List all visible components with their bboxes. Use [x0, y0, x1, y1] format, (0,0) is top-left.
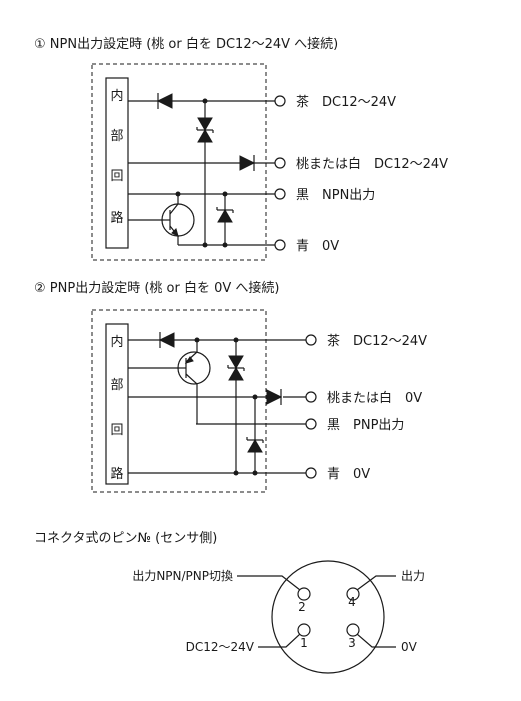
npn-block-char-1: 内 [110, 88, 123, 104]
npn-block-char-4: 路 [110, 210, 123, 226]
pnp-terminal-blue [305, 467, 317, 479]
npn-section-title: ① NPN出力設定時 (桃 or 白を DC12～24V へ接続) [34, 36, 338, 52]
npn-terminal-brown [274, 95, 286, 107]
pnp-block-char-2: 部 [110, 378, 123, 393]
connector-outline [271, 560, 385, 674]
npn-circuit: 内 部 回 路 [91, 63, 448, 261]
pnp-internal-circuit-block [105, 323, 129, 485]
pnp-transistor-icon [177, 351, 211, 385]
npn-reverse-diode-icon [156, 93, 173, 109]
pin-4-label: 出力 [401, 569, 425, 583]
npn-terminal-label-pink-white: 桃または白 DC12～24V [296, 156, 448, 172]
pnp-terminal-label-blue: 青 0V [327, 467, 370, 482]
pin-3-icon [346, 623, 360, 637]
npn-block-char-3: 回 [110, 169, 123, 184]
pin-3-label: 0V [401, 640, 418, 654]
npn-terminal-label-black: 黒 NPN出力 [296, 188, 375, 203]
pnp-block-char-4: 路 [110, 466, 123, 482]
pnp-zener-diode-icon [247, 439, 263, 453]
pin-2-number: 2 [298, 600, 306, 614]
npn-zener-diode-icon [217, 209, 233, 223]
pin-4-number: 4 [348, 595, 356, 609]
npn-block-char-2: 部 [110, 129, 123, 144]
pnp-terminal-black [305, 418, 317, 430]
pin-1-label: DC12～24V [186, 640, 255, 654]
pin-2-label: 出力NPN/PNP切換 [132, 569, 233, 583]
pnp-terminal-label-pink-white: 桃または白 0V [327, 390, 422, 406]
pnp-reverse-diode-icon [158, 332, 175, 348]
npn-terminal-label-blue: 青 0V [296, 239, 339, 254]
pnp-tvs-diode-icon [228, 355, 244, 369]
pnp-terminal-pink-white [305, 391, 317, 403]
npn-terminal-blue [274, 239, 286, 251]
pin-1-number: 1 [300, 636, 308, 650]
pin-1-icon [297, 623, 311, 637]
npn-tvs-diode-icon [197, 117, 213, 131]
pin-4-icon [346, 587, 360, 601]
pnp-section-title: ② PNP出力設定時 (桃 or 白を 0V へ接続) [34, 280, 279, 296]
npn-terminal-black [274, 188, 286, 200]
pnp-circuit: 内 部 回 路 [91, 309, 427, 493]
pnp-block-char-3: 回 [110, 423, 123, 438]
npn-terminal-label-brown: 茶 DC12～24V [296, 94, 396, 110]
pin-3-number: 3 [348, 636, 356, 650]
npn-series-diode-icon [239, 155, 256, 171]
pin-2-icon [297, 587, 311, 601]
pnp-series-diode-icon [266, 389, 283, 405]
pnp-terminal-label-black: 黒 PNP出力 [327, 418, 404, 433]
pnp-terminal-brown [305, 334, 317, 346]
pnp-dashed-boundary [91, 309, 267, 493]
pnp-terminal-label-brown: 茶 DC12～24V [327, 333, 427, 349]
npn-dashed-boundary [91, 63, 267, 261]
connector-section-title: コネクタ式のピン№ (センサ側) [34, 531, 217, 546]
connector-pinout: 2 4 1 3 出力NPN/PNP切換 出力 DC12～24V 0V [132, 560, 425, 674]
npn-terminal-pink-white [274, 157, 286, 169]
pnp-block-char-1: 内 [110, 334, 123, 350]
